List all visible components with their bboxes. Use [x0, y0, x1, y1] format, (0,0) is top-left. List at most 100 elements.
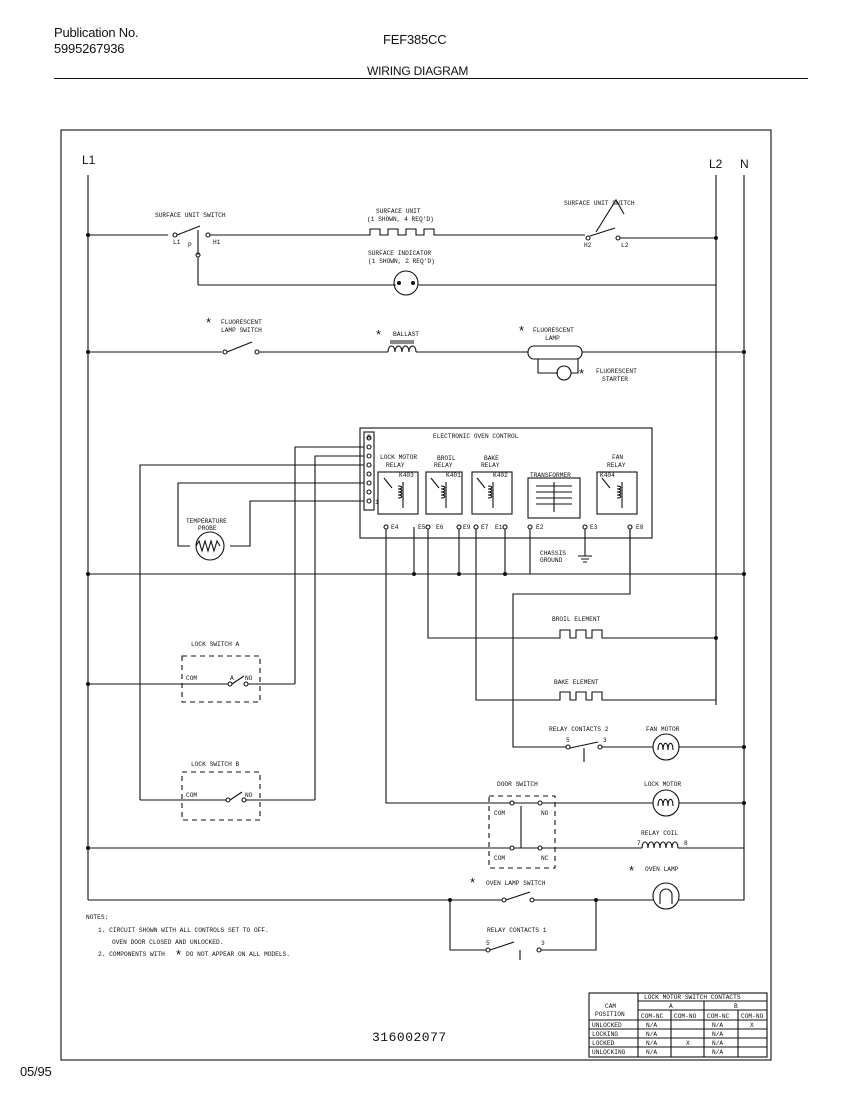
- k402-label: K402: [493, 472, 508, 479]
- surface-indicator-note: (1 SHOWN, 2 REQ'D): [368, 258, 435, 265]
- cam-row-1-cell-1: N/A: [646, 1022, 657, 1029]
- lock-motor-label: LOCK MOTOR: [644, 781, 681, 788]
- cam-row-4-position: UNLOCKING: [592, 1049, 626, 1056]
- oven-lamp-label: OVEN LAMP: [645, 866, 679, 873]
- asterisk-starter: *: [579, 366, 584, 381]
- diagram-border: [60, 129, 772, 1061]
- cam-row-3-cell-1: N/A: [646, 1040, 657, 1047]
- door-switch-nc: NC: [541, 855, 549, 862]
- pin-e3-label: E3: [590, 524, 598, 531]
- relay-coil-label: RELAY COIL: [641, 830, 678, 837]
- fluorescent-lamp-label-2: LAMP: [545, 335, 560, 342]
- cam-table-title: LOCK MOTOR SWITCH CONTACTS: [644, 994, 741, 1001]
- bake-relay-label-2: RELAY: [481, 462, 500, 469]
- pin-l2-label: L2: [621, 242, 629, 249]
- lock-switch-b-no: NO: [245, 792, 253, 799]
- k403-label: K403: [399, 472, 414, 479]
- cam-row-3-cell-2: X: [686, 1040, 690, 1047]
- notes-title: NOTES:: [86, 914, 108, 921]
- notes-asterisk: *: [176, 947, 181, 962]
- cam-table-col-2: COM-NO: [674, 1013, 697, 1020]
- pin-h1-label: H1: [213, 239, 221, 246]
- eoc-label: ELECTRONIC OVEN CONTROL: [433, 433, 519, 440]
- door-switch-label: DOOR SWITCH: [497, 781, 538, 788]
- electronic-oven-control: [359, 427, 653, 539]
- cam-table-group-b: B: [734, 1003, 738, 1010]
- lock-motor-relay-label-2: RELAY: [386, 462, 405, 469]
- relay-contacts-1-pin3: 3: [541, 940, 545, 947]
- fan-motor-circuit: [512, 529, 746, 762]
- relay-contacts-2-pin3: 3: [603, 737, 607, 744]
- k404-label: K404: [600, 472, 615, 479]
- cam-table-col-4: COM-NO: [741, 1013, 764, 1020]
- pin-e7-label: E7: [481, 524, 489, 531]
- notes-line-1: 1. CIRCUIT SHOWN WITH ALL CONTROLS SET T…: [98, 927, 269, 934]
- cam-position-table: [588, 992, 768, 1058]
- notes-line-3b: DO NOT APPEAR ON ALL MODELS.: [186, 951, 290, 958]
- pin-e5-label: E5: [418, 524, 426, 531]
- cam-row-2-position: LOCKING: [592, 1031, 618, 1038]
- relay-contacts-1-label: RELAY CONTACTS 1: [487, 927, 547, 934]
- surface-unit-label: SURFACE UNIT: [376, 208, 421, 215]
- temperature-probe: [195, 531, 225, 561]
- fluorescent-lamp-switch-label-1: FLUORESCENT: [221, 319, 262, 326]
- lock-switch-a-no: NO: [245, 675, 253, 682]
- cam-row-2-cell-3: N/A: [712, 1031, 723, 1038]
- lock-switch-a-a: A: [230, 675, 234, 682]
- lock-switch-b: [140, 771, 315, 821]
- relay-coil-pin8: 8: [684, 840, 688, 847]
- broil-relay-label-2: RELAY: [434, 462, 453, 469]
- pin-e9-label: E9: [463, 524, 471, 531]
- door-switch-com-1: COM: [494, 810, 505, 817]
- broil-element-label: BROIL ELEMENT: [552, 616, 601, 623]
- notes: NOTES: 1. CIRCUIT SHOWN WITH ALL CONTROL…: [86, 914, 290, 962]
- door-switch-circuit: [86, 529, 746, 869]
- relay-contacts-2-pin5: 5: [566, 737, 570, 744]
- eoc-pin-8: 8: [367, 434, 371, 441]
- lock-switch-a-com: COM: [186, 675, 197, 682]
- fluorescent-lamp-label-1: FLUORESCENT: [533, 327, 574, 334]
- cam-row-4-cell-3: N/A: [712, 1049, 723, 1056]
- lock-switch-b-com: COM: [186, 792, 197, 799]
- temp-probe-label-1: TEMPERATURE: [186, 518, 227, 525]
- transformer-label: TRANSFORMER: [530, 472, 571, 479]
- cam-row-1-cell-4: X: [750, 1022, 754, 1029]
- cam-row-1-position: UNLOCKED: [592, 1022, 622, 1029]
- lock-switch-a-label: LOCK SWITCH A: [191, 641, 240, 648]
- cam-row-1-cell-3: N/A: [712, 1022, 723, 1029]
- pin-h2-label: H2: [584, 242, 592, 249]
- bus-lines: [87, 175, 745, 898]
- fluorescent-starter-label-2: STARTER: [602, 376, 628, 383]
- chassis-ground-label-1: CHASSIS: [540, 550, 566, 557]
- cam-row-3-position: LOCKED: [592, 1040, 615, 1047]
- document-number: 316002077: [372, 1030, 447, 1045]
- asterisk-oven-lamp: *: [629, 863, 634, 878]
- terminal-l1: L1: [82, 153, 96, 167]
- fluorescent-lamp-switch-label-2: LAMP SWITCH: [221, 327, 262, 334]
- fan-relay-label-1: FAN: [612, 454, 623, 461]
- terminal-n: N: [740, 157, 749, 171]
- pin-l1-label: L1: [173, 239, 181, 246]
- fan-relay-label-2: RELAY: [607, 462, 626, 469]
- pin-e6-label: E6: [436, 524, 444, 531]
- surface-unit-switch-right-label: SURFACE UNIT SWITCH: [564, 200, 635, 207]
- relay-contacts-1-pin5: 5: [486, 940, 490, 947]
- publication-label: Publication No.: [54, 25, 139, 40]
- cam-table-col-1: COM-NC: [641, 1013, 664, 1020]
- cam-row-4-cell-1: N/A: [646, 1049, 657, 1056]
- oven-lamp-circuit: [87, 848, 745, 960]
- model-number: FEF385CC: [383, 32, 447, 47]
- header-rule: [54, 78, 808, 79]
- cam-table-group-a: A: [669, 1003, 673, 1010]
- asterisk-oven-lamp-switch: *: [470, 875, 475, 890]
- lock-switch-a: [86, 655, 295, 703]
- pin-e1-label: E1: [495, 524, 503, 531]
- terminal-l2: L2: [709, 157, 723, 171]
- surface-indicator-label: SURFACE INDICATOR: [368, 250, 431, 257]
- k401-label: K401: [446, 472, 461, 479]
- pin-e4-label: E4: [391, 524, 399, 531]
- surface-unit-switch-left-label: SURFACE UNIT SWITCH: [155, 212, 226, 219]
- pin-e8-label: E8: [636, 524, 644, 531]
- asterisk-fluorescent-lamp: *: [519, 323, 524, 338]
